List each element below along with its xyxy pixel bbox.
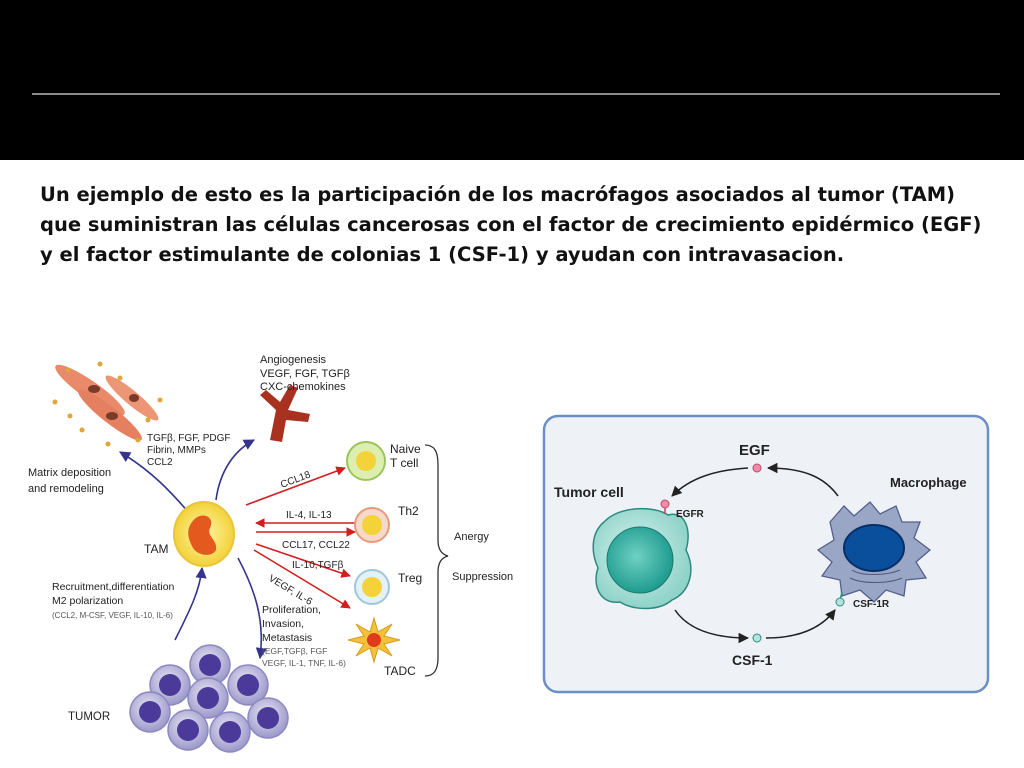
csf1r-receptor: [835, 591, 845, 607]
egf-csf1-figure: EGF Tumor cell Macrophage EGFR CSF-1R CS…: [542, 414, 990, 694]
il10-label: IL-10,TGFβ: [292, 560, 344, 571]
proliferation-label: Proliferation, Invasion, Metastasis: [262, 604, 324, 644]
naive-t-cell-label: Naive T cell: [390, 442, 424, 470]
angiogenesis-label: Angiogenesis VEGF, FGF, TGFβ CXC-chemoki…: [260, 354, 353, 393]
arrow-from-tumor: [174, 566, 207, 641]
figure-frame: [542, 414, 990, 694]
macrophage-cell: [816, 501, 932, 603]
csf1-label: CSF-1: [732, 652, 773, 668]
arrow-egf-to-tumor: [671, 467, 749, 497]
arrow-csf1-from-tumor: [674, 609, 750, 644]
matrix-factors-label: TGFβ, FGF, PDGF Fibrin, MMPs CCL2: [147, 433, 233, 468]
ccl18-label: CCL18: [279, 469, 312, 491]
treg-cell: [354, 569, 390, 605]
egf-label: EGF: [739, 442, 770, 459]
th2-cell: [354, 507, 390, 543]
tam-label: TAM: [144, 542, 168, 556]
arrow-to-vessel: [215, 439, 255, 501]
th2-label: Th2: [398, 504, 419, 518]
body-text: Un ejemplo de esto es la participación d…: [40, 183, 982, 266]
bracket: [424, 444, 449, 677]
blood-vessel-icon: [260, 385, 310, 442]
tadc-cell: [347, 616, 401, 664]
recruitment-label: Recruitment,differentiation M2 polarizat…: [52, 581, 177, 607]
treg-label: Treg: [398, 571, 422, 585]
proliferation-factors: (EGF,TGFβ, FGF VEGF, IL-1, TNF, IL-6): [262, 646, 346, 668]
tam-figure: Angiogenesis VEGF, FGF, TGFβ CXC-chemoki…: [28, 354, 513, 753]
recruitment-factors: (CCL2, M-CSF, VEGF, IL-10, IL-6): [52, 611, 173, 620]
arrow-vegf: [253, 549, 351, 609]
ccl17-label: CCL17, CCL22: [282, 540, 350, 551]
tumor-label: TUMOR: [68, 711, 110, 723]
matrix-deposition-label: Matrix deposition and remodeling: [28, 467, 114, 495]
arrow-ccl18: [245, 466, 346, 506]
fibroblast-cells: [52, 361, 163, 447]
csf1-molecule: [752, 633, 762, 643]
tumor-cells: [129, 644, 289, 753]
egfr-receptor: [660, 499, 670, 514]
arrow-egf-from-macrophage: [766, 462, 839, 497]
tumor-cell-label: Tumor cell: [554, 484, 624, 500]
il4-label: IL-4, IL-13: [286, 510, 332, 521]
tam-cell: [173, 501, 235, 567]
arrow-il10: [255, 543, 351, 578]
arrow-csf1-to-macrophage: [765, 609, 836, 639]
csf1r-label: CSF-1R: [853, 599, 890, 610]
egfr-label: EGFR: [676, 509, 705, 520]
egf-molecule: [752, 463, 762, 473]
suppression-label: Suppression: [452, 571, 513, 583]
title-rule: [32, 93, 1000, 95]
vegf-label: VEGF, IL-6: [266, 573, 314, 608]
tumor-cell: [592, 507, 692, 610]
macrophage-label: Macrophage: [890, 475, 967, 490]
title-bar: [0, 0, 1024, 160]
tadc-label: TADC: [384, 664, 416, 678]
naive-t-cell: [346, 441, 386, 481]
anergy-label: Anergy: [454, 531, 489, 543]
arrow-to-tumor: [237, 557, 267, 660]
